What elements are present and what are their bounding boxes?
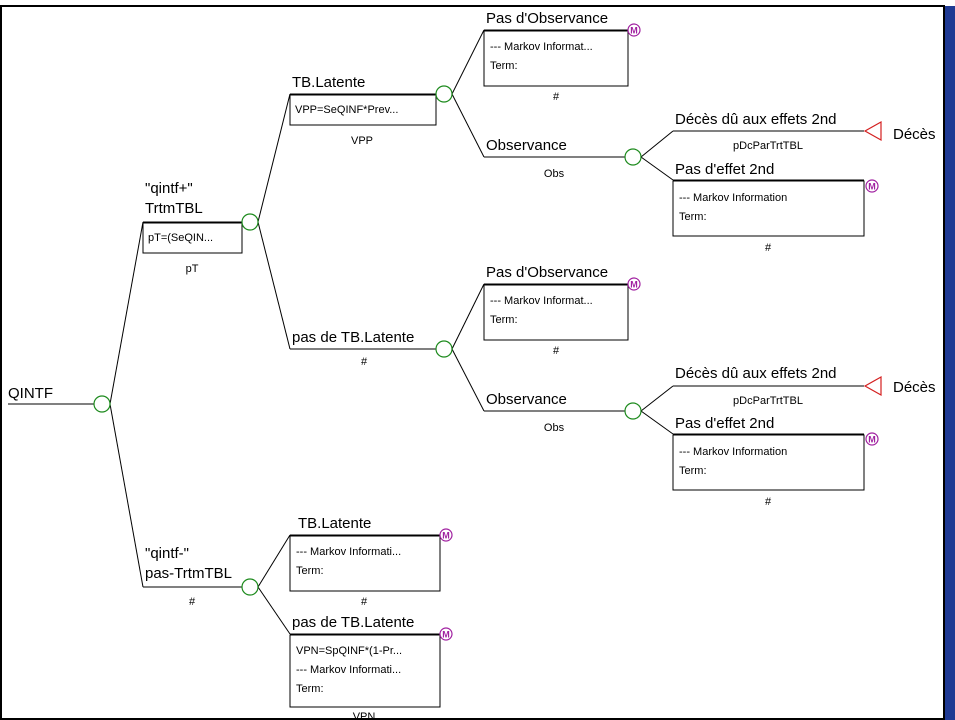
- markov-info-text: --- Markov Informati...: [296, 664, 401, 676]
- terminal-nodes: [863, 120, 882, 397]
- svg-text:M: M: [630, 280, 638, 290]
- prob-label-obs: Obs: [544, 422, 565, 434]
- prob-label-vpn: VPN: [353, 711, 376, 720]
- prob-label-hash: #: [765, 496, 772, 508]
- prob-label-pdcpartrttbl: pDcParTrtTBL: [733, 395, 803, 407]
- branch-label-observance-2: Observance: [486, 391, 567, 408]
- edge-root-to-qintf-pos: [109, 221, 144, 405]
- diagram-frame: [0, 5, 945, 720]
- formula-box-qintf-pos[interactable]: [142, 222, 243, 254]
- markov-marker-icon[interactable]: M: [865, 432, 879, 446]
- chance-node-icon[interactable]: [435, 340, 453, 358]
- edge-to-deces-2: [640, 385, 674, 412]
- markov-box-pas-observance-2[interactable]: [483, 284, 629, 341]
- chance-node-icon[interactable]: [624, 148, 642, 166]
- branch-label-tb-latente: TB.Latente: [292, 74, 365, 91]
- prob-label-hash: #: [553, 91, 560, 103]
- branch-label-neg-tb-latente: TB.Latente: [298, 515, 371, 532]
- branch-label-pas-tb-latente: pas de TB.Latente: [292, 329, 414, 346]
- root-label: QINTF: [8, 385, 53, 402]
- svg-text:M: M: [868, 182, 876, 192]
- prob-label-hash: #: [553, 345, 560, 357]
- node-boxes: [142, 30, 865, 708]
- edge-to-pas-tb-latente: [257, 221, 291, 350]
- markov-markers: M M M M M M: [439, 23, 879, 641]
- terminal-node-icon[interactable]: [863, 120, 882, 142]
- formula-text-pt: pT=(SeQIN...: [148, 232, 213, 244]
- markov-term-text: Term:: [679, 211, 707, 223]
- markov-marker-icon[interactable]: M: [439, 528, 453, 542]
- branch-label-observance-1: Observance: [486, 137, 567, 154]
- prob-label-hash: #: [361, 596, 368, 608]
- markov-info-text: --- Markov Informati...: [296, 546, 401, 558]
- branch-label-deces-effets-2: Décès dû aux effets 2nd: [675, 365, 837, 382]
- markov-info-text: --- Markov Informat...: [490, 295, 593, 307]
- edge-to-observance-1: [451, 93, 485, 158]
- branch-label-pas-effet-2: Pas d'effet 2nd: [675, 415, 774, 432]
- markov-marker-icon[interactable]: M: [627, 277, 641, 291]
- edge-to-pas-observance-2: [451, 283, 485, 350]
- chance-node-icon[interactable]: [241, 213, 259, 231]
- terminal-node-icon[interactable]: [863, 375, 882, 397]
- branch-label-qintf-neg: "qintf-": [145, 545, 189, 562]
- prob-label-pt: pT: [186, 263, 199, 275]
- branch-label-deces-effets-1: Décès dû aux effets 2nd: [675, 111, 837, 128]
- chance-node-icon[interactable]: [241, 578, 259, 596]
- branch-label-trtmtbl: TrtmTBL: [145, 200, 203, 217]
- markov-marker-icon[interactable]: M: [439, 627, 453, 641]
- svg-text:M: M: [442, 531, 450, 541]
- markov-info-text: --- Markov Informat...: [490, 41, 593, 53]
- edge-to-pas-observance-1: [451, 29, 485, 95]
- prob-label-hash: #: [361, 356, 368, 368]
- branch-label-qintf-pos: "qintf+": [145, 180, 193, 197]
- markov-box-neg-pas-tb-latente[interactable]: [289, 634, 441, 708]
- markov-box-pas-effet-1[interactable]: [672, 180, 865, 237]
- edge-to-pas-effet-1: [640, 156, 674, 181]
- prob-label-vpp: VPP: [351, 135, 373, 147]
- branch-label-pas-observance-1: Pas d'Observance: [486, 10, 608, 27]
- right-scroll-edge[interactable]: [945, 6, 955, 720]
- markov-term-text: Term:: [490, 60, 518, 72]
- branch-label-pas-observance-2: Pas d'Observance: [486, 264, 608, 281]
- prob-label-hash: #: [765, 242, 772, 254]
- branch-label-pas-trtmtbl: pas-TrtmTBL: [145, 565, 232, 582]
- edge-to-neg-pas-tb-latente: [257, 586, 291, 635]
- chance-node-icon[interactable]: [93, 395, 111, 413]
- edge-root-to-qintf-neg: [109, 403, 144, 588]
- markov-marker-icon[interactable]: M: [627, 23, 641, 37]
- formula-text-vpp: VPP=SeQINF*Prev...: [295, 104, 398, 116]
- markov-term-text: Term:: [490, 314, 518, 326]
- markov-marker-icon[interactable]: M: [865, 179, 879, 193]
- terminal-label-deces-2: Décès: [893, 379, 936, 396]
- markov-info-text: --- Markov Information: [679, 446, 787, 458]
- markov-term-text: Term:: [679, 465, 707, 477]
- markov-term-text: Term:: [296, 565, 324, 577]
- formula-box-tb-latente[interactable]: [289, 94, 437, 126]
- svg-text:M: M: [442, 630, 450, 640]
- markov-box-pas-observance-1[interactable]: [483, 30, 629, 87]
- terminal-label-deces-1: Décès: [893, 126, 936, 143]
- prob-label-obs: Obs: [544, 168, 565, 180]
- edge-to-pas-effet-2: [640, 410, 674, 435]
- branch-label-neg-pas-tb-latente: pas de TB.Latente: [292, 614, 414, 631]
- chance-nodes: [93, 85, 642, 596]
- tree-edges: [8, 29, 864, 635]
- edge-to-observance-2: [451, 348, 485, 412]
- markov-box-pas-effet-2[interactable]: [672, 434, 865, 491]
- edge-to-neg-tb-latente: [257, 534, 291, 588]
- chance-node-icon[interactable]: [624, 402, 642, 420]
- edge-to-tb-latente: [257, 93, 291, 223]
- edge-to-deces-1: [640, 130, 674, 158]
- prob-label-hash: #: [189, 596, 196, 608]
- chance-node-icon[interactable]: [435, 85, 453, 103]
- svg-text:M: M: [868, 435, 876, 445]
- prob-label-pdcpartrttbl: pDcParTrtTBL: [733, 140, 803, 152]
- markov-term-text: Term:: [296, 683, 324, 695]
- markov-info-text: --- Markov Information: [679, 192, 787, 204]
- formula-text-vpn: VPN=SpQINF*(1-Pr...: [296, 645, 402, 657]
- svg-text:M: M: [630, 26, 638, 36]
- branch-label-pas-effet-1: Pas d'effet 2nd: [675, 161, 774, 178]
- markov-box-neg-tb-latente[interactable]: [289, 535, 441, 592]
